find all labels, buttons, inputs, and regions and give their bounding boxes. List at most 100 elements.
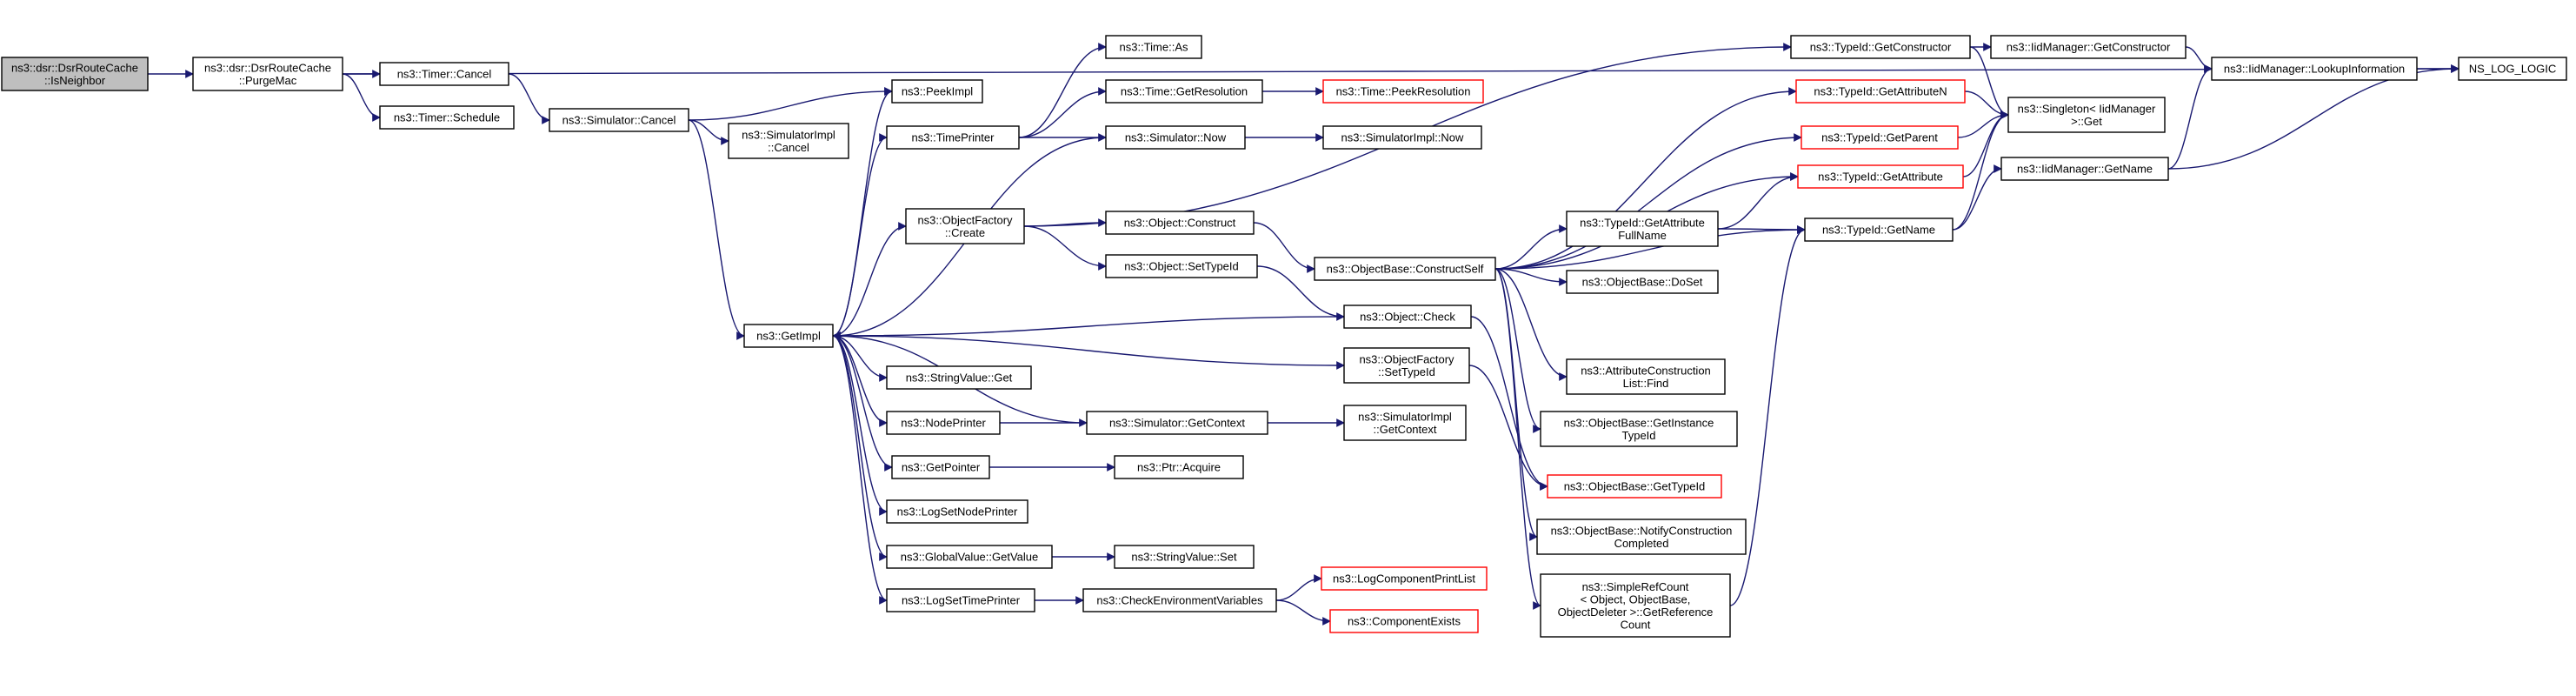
node-label: ObjectDeleter >::GetReference bbox=[1558, 606, 1714, 619]
node-typeidgetattributen[interactable]: ns3::TypeId::GetAttributeN bbox=[1795, 79, 1966, 104]
node-label: ns3::Time::PeekResolution bbox=[1336, 85, 1471, 98]
node-timerschedule[interactable]: ns3::Timer::Schedule bbox=[379, 105, 515, 130]
node-label: ns3::Object::Construct bbox=[1124, 217, 1236, 230]
node-stringvalueget[interactable]: ns3::StringValue::Get bbox=[886, 365, 1032, 390]
node-iidmanagerlookup[interactable]: ns3::IidManager::LookupInformation bbox=[2211, 57, 2418, 81]
node-stringvalueset[interactable]: ns3::StringValue::Set bbox=[1114, 545, 1255, 569]
edge-objcheck-to-objbasegettypeid bbox=[1470, 316, 1548, 491]
node-objbasegettypeid[interactable]: ns3::ObjectBase::GetTypeId bbox=[1547, 474, 1722, 499]
node-objconstruct[interactable]: ns3::Object::Construct bbox=[1105, 211, 1255, 235]
node-label: ns3::Singleton< IidManager bbox=[2018, 102, 2156, 115]
node-label: ns3::TimePrinter bbox=[912, 131, 995, 144]
node-checkenvvars[interactable]: ns3::CheckEnvironmentVariables bbox=[1082, 588, 1277, 612]
node-box bbox=[1082, 588, 1277, 612]
node-timeprinter[interactable]: ns3::TimePrinter bbox=[886, 125, 1020, 150]
node-logsetnodeprinter[interactable]: ns3::LogSetNodePrinter bbox=[886, 499, 1028, 524]
node-objfactcreate[interactable]: ns3::ObjectFactory::Create bbox=[905, 208, 1025, 244]
node-box bbox=[1322, 79, 1484, 104]
node-box bbox=[379, 105, 515, 130]
node-globalvaluegetvalue[interactable]: ns3::GlobalValue::GetValue bbox=[886, 545, 1053, 569]
node-typeidgetattribute[interactable]: ns3::TypeId::GetAttribute bbox=[1797, 164, 1964, 189]
node-objbasedoset[interactable]: ns3::ObjectBase::DoSet bbox=[1566, 270, 1719, 294]
node-simcancel[interactable]: ns3::Simulator::Cancel bbox=[549, 108, 689, 132]
node-label: FullName bbox=[1618, 229, 1667, 242]
node-box bbox=[379, 62, 509, 86]
edge-objbaseconstructself-to-objbasenotifyconstruction bbox=[1494, 268, 1538, 541]
node-simimplcancel[interactable]: ns3::SimulatorImpl::Cancel bbox=[728, 123, 849, 159]
node-getimpl[interactable]: ns3::GetImpl bbox=[743, 324, 834, 348]
node-timeas[interactable]: ns3::Time::As bbox=[1105, 35, 1202, 59]
edge-getimpl-to-objfactcreate bbox=[832, 222, 907, 337]
node-box bbox=[1566, 358, 1726, 395]
node-box bbox=[1086, 411, 1268, 435]
edge-timeprinter-to-timeas bbox=[1018, 43, 1107, 138]
edge-getimpl-to-globalvaluegetvalue bbox=[832, 335, 888, 561]
node-simimplgetcontext[interactable]: ns3::SimulatorImpl::GetContext bbox=[1343, 405, 1467, 441]
node-objbasenotifyconstruction[interactable]: ns3::ObjectBase::NotifyConstructionCompl… bbox=[1536, 519, 1747, 555]
node-box bbox=[1329, 609, 1479, 633]
node-label: ns3::Timer::Cancel bbox=[397, 68, 492, 81]
node-logsettimeprinter[interactable]: ns3::LogSetTimePrinter bbox=[886, 588, 1035, 612]
node-componentexists[interactable]: ns3::ComponentExists bbox=[1329, 609, 1479, 633]
node-objsettypeid[interactable]: ns3::Object::SetTypeId bbox=[1105, 254, 1258, 278]
node-box bbox=[1566, 270, 1719, 294]
edge-purgemac-to-timerschedule bbox=[342, 73, 381, 122]
node-logcomponentprintlist[interactable]: ns3::LogComponentPrintList bbox=[1321, 566, 1488, 591]
node-nsloglogic[interactable]: NS_LOG_LOGIC bbox=[2458, 57, 2567, 81]
edge-getimpl-to-logsetnodeprinter bbox=[832, 335, 888, 516]
node-ptracquire[interactable]: ns3::Ptr::Acquire bbox=[1114, 455, 1244, 479]
node-box bbox=[1343, 304, 1472, 329]
node-objbaseconstructself[interactable]: ns3::ObjectBase::ConstructSelf bbox=[1314, 257, 1496, 281]
edge-objfactsettypeid-to-objbasegettypeid bbox=[1468, 365, 1548, 491]
node-purgemac[interactable]: ns3::dsr::DsrRouteCache::PurgeMac bbox=[192, 57, 343, 91]
node-timercancel[interactable]: ns3::Timer::Cancel bbox=[379, 62, 509, 86]
node-box bbox=[1790, 35, 1971, 59]
node-box bbox=[1795, 79, 1966, 104]
node-label: ns3::SimulatorImpl bbox=[742, 128, 835, 141]
node-objfactsettypeid[interactable]: ns3::ObjectFactory::SetTypeId bbox=[1343, 347, 1470, 384]
node-label: ns3::Time::As bbox=[1120, 41, 1188, 54]
node-typeidgetparent[interactable]: ns3::TypeId::GetParent bbox=[1801, 125, 1959, 150]
node-label: ns3::TypeId::GetAttribute bbox=[1818, 171, 1943, 184]
edge-iidmanagergetname-to-nsloglogic bbox=[2167, 64, 2460, 170]
edge-objbaseconstructself-to-typeidgetattributen bbox=[1494, 87, 1797, 270]
node-box bbox=[1343, 347, 1470, 384]
node-simimplnow[interactable]: ns3::SimulatorImpl::Now bbox=[1322, 125, 1482, 150]
node-singletonget[interactable]: ns3::Singleton< IidManager >::Get bbox=[2007, 97, 2166, 133]
node-typeidgetconstructor[interactable]: ns3::TypeId::GetConstructor bbox=[1790, 35, 1971, 59]
node-simnow[interactable]: ns3::Simulator::Now bbox=[1105, 125, 1246, 150]
node-box bbox=[1105, 35, 1202, 59]
node-getpointer[interactable]: ns3::GetPointer bbox=[891, 455, 990, 479]
edge-typeidgetattrfullname-to-typeidgetattribute bbox=[1717, 172, 1799, 230]
edge-objbaseconstructself-to-typeidgetparent bbox=[1494, 133, 1802, 270]
node-simgetcontext[interactable]: ns3::Simulator::GetContext bbox=[1086, 411, 1268, 435]
node-label: ns3::LogComponentPrintList bbox=[1333, 572, 1475, 586]
edge-objsettypeid-to-objcheck bbox=[1256, 265, 1345, 321]
node-label: ns3::GlobalValue::GetValue bbox=[901, 551, 1039, 564]
node-box bbox=[1547, 474, 1722, 499]
node-label: ns3::ObjectFactory bbox=[917, 213, 1013, 226]
node-objcheck[interactable]: ns3::Object::Check bbox=[1343, 304, 1472, 329]
node-label: ns3::TypeId::GetAttribute bbox=[1580, 216, 1705, 229]
edges-layer bbox=[148, 43, 2460, 626]
node-iidmanagergetname[interactable]: ns3::IidManager::GetName bbox=[2000, 157, 2169, 181]
node-timegetres[interactable]: ns3::Time::GetResolution bbox=[1105, 79, 1263, 104]
node-label: NS_LOG_LOGIC bbox=[2469, 63, 2556, 76]
node-box bbox=[743, 324, 834, 348]
node-timepeekres[interactable]: ns3::Time::PeekResolution bbox=[1322, 79, 1484, 104]
node-label: ns3::TypeId::GetName bbox=[1822, 224, 1935, 237]
node-isneighbor[interactable]: ns3::dsr::DsrRouteCache::IsNeighbor bbox=[1, 57, 149, 91]
node-nodeprinter[interactable]: ns3::NodePrinter bbox=[886, 411, 1001, 435]
node-box bbox=[1105, 125, 1246, 150]
node-label: ::GetContext bbox=[1374, 423, 1437, 436]
node-iidmanagergetconstructor[interactable]: ns3::IidManager::GetConstructor bbox=[1990, 35, 2187, 59]
node-simplerefcount[interactable]: ns3::SimpleRefCount< Object, ObjectBase,… bbox=[1540, 573, 1731, 638]
node-label: ::PurgeMac bbox=[239, 74, 297, 87]
node-box bbox=[886, 545, 1053, 569]
node-typeidgetname[interactable]: ns3::TypeId::GetName bbox=[1804, 218, 1954, 242]
node-peekimpl[interactable]: ns3::PeekImpl bbox=[891, 79, 983, 104]
